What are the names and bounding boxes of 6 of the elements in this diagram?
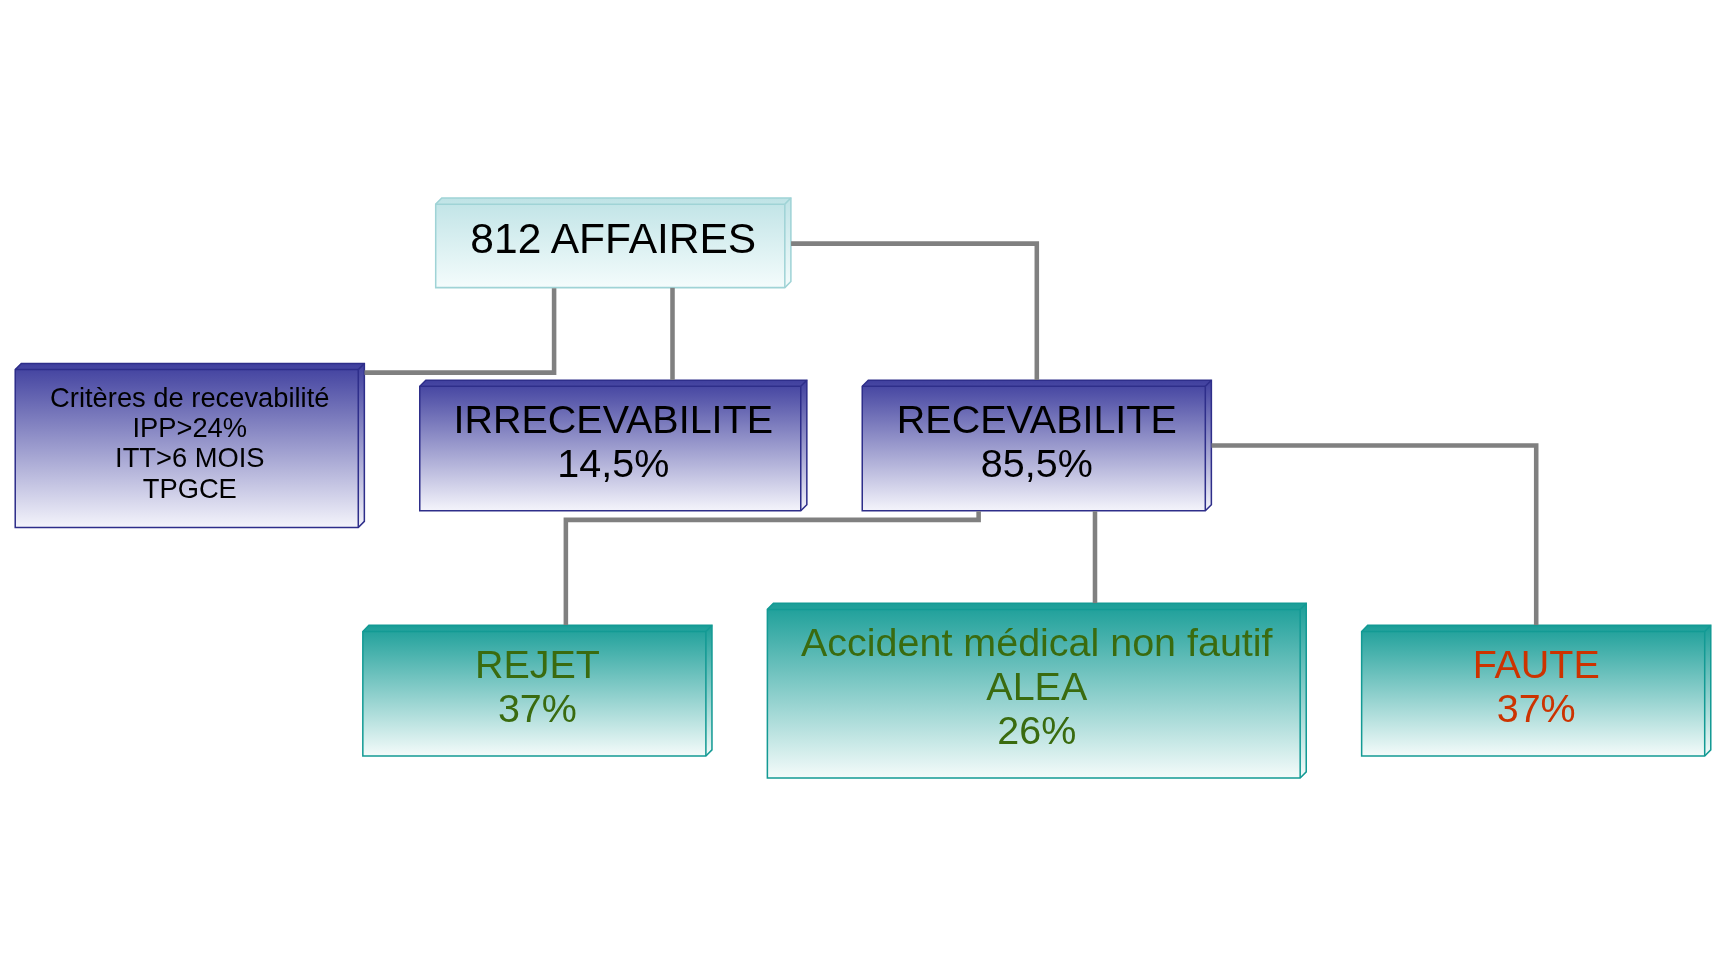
connector bbox=[563, 511, 981, 626]
connector bbox=[1211, 443, 1539, 625]
connector bbox=[364, 288, 557, 375]
connector bbox=[670, 287, 675, 380]
connector bbox=[1092, 511, 1098, 604]
connector bbox=[791, 241, 1040, 380]
